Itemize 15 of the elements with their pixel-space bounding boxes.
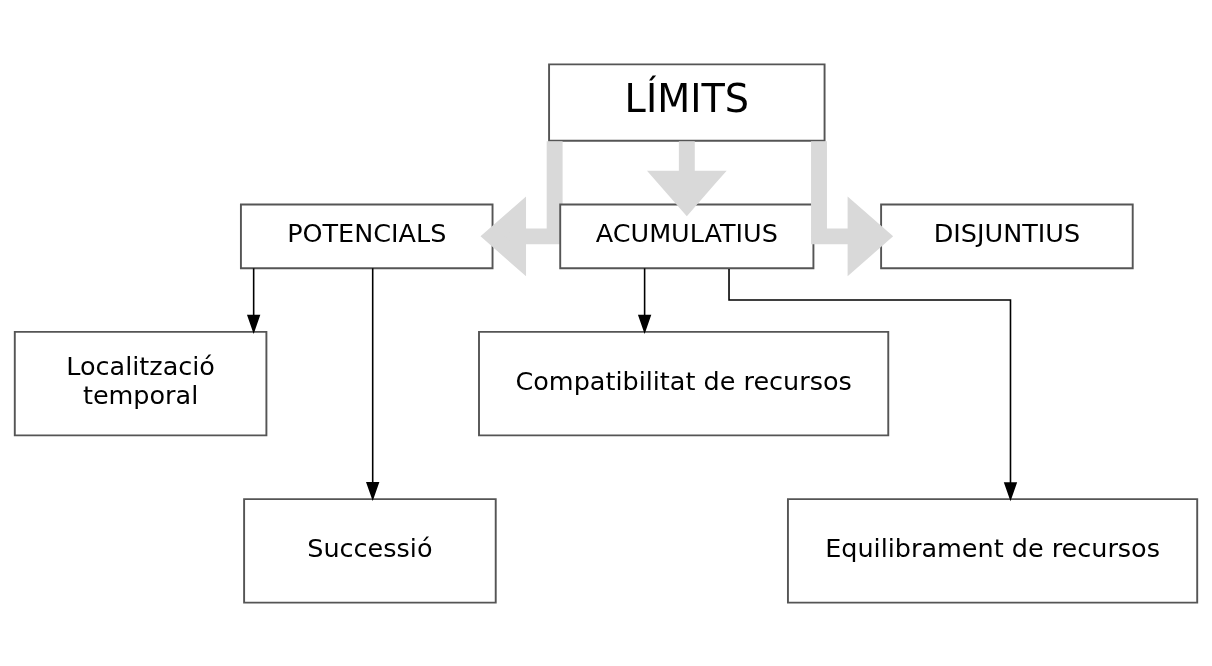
arrow <box>811 140 894 276</box>
node-box: Compatibilitat de recursos <box>478 330 890 436</box>
arrow <box>246 267 261 334</box>
arrow <box>480 140 563 276</box>
node-box: Successió <box>243 497 497 604</box>
arrow <box>728 267 1018 501</box>
node-box: Localització temporal <box>13 330 268 436</box>
node-box: DISJUNTIUS <box>880 203 1134 269</box>
node-box: ACUMULATIUS <box>559 203 815 269</box>
arrow <box>646 140 727 216</box>
node-box: Equilibrament de recursos <box>787 497 1199 604</box>
node-box: LÍMITS <box>548 62 826 142</box>
arrow <box>637 267 652 334</box>
arrow <box>366 266 380 501</box>
node-box: POTENCIALS <box>239 203 494 269</box>
